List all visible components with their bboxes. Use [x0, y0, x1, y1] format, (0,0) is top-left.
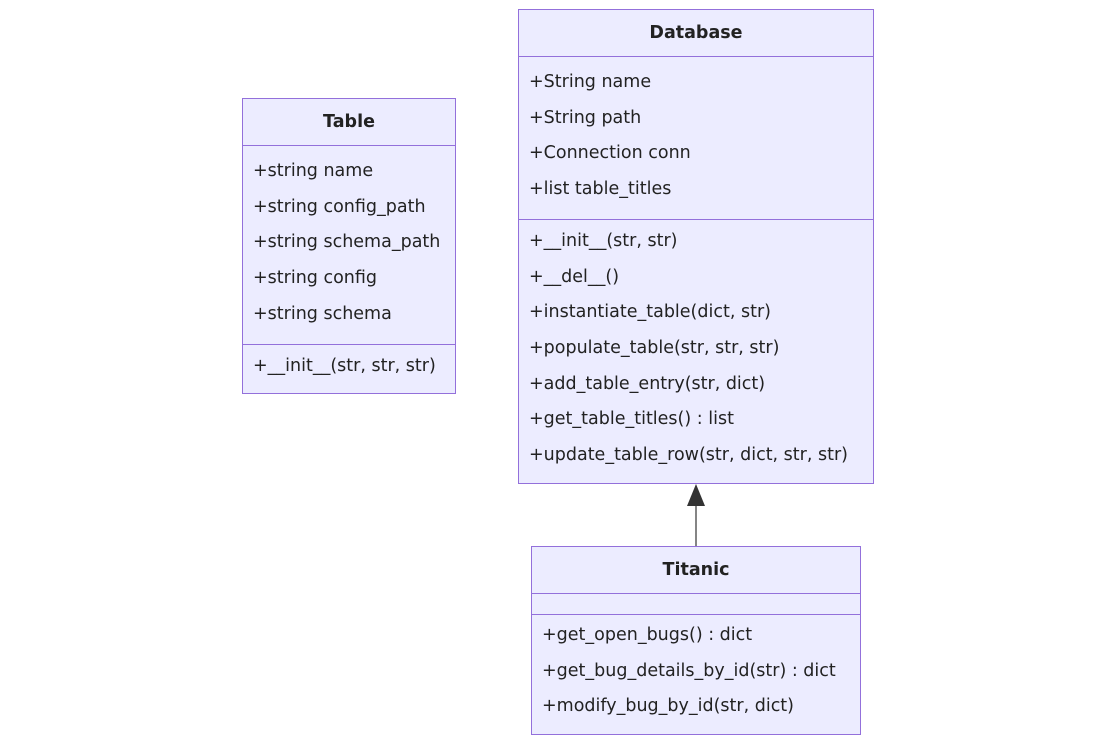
class-table-attributes: +string name +string config_path +string… [243, 146, 455, 345]
attribute: +String path [529, 107, 642, 128]
method: +instantiate_table(dict, str) [529, 302, 771, 323]
class-database-methods: +__init__(str, str) +__del__() +instanti… [519, 220, 873, 474]
method: +get_table_titles() : list [529, 409, 734, 430]
method: +__init__(str, str) [529, 231, 678, 251]
class-titanic: Titanic +get_open_bugs() : dict +get_bug… [531, 546, 861, 735]
class-titanic-title: Titanic [532, 547, 860, 594]
class-database-attributes: +String name +String path +Connection co… [519, 57, 873, 220]
attribute: +string name [253, 161, 374, 181]
class-table-title: Table [243, 99, 455, 146]
class-database-title: Database [519, 10, 873, 57]
class-table-methods: +__init__(str, str, str) [243, 345, 455, 385]
method: +add_table_entry(str, dict) [529, 373, 766, 394]
attribute: +list table_titles [529, 179, 672, 200]
class-titanic-methods: +get_open_bugs() : dict +get_bug_details… [532, 615, 860, 725]
method: +modify_bug_by_id(str, dict) [542, 696, 794, 717]
attribute: +Connection conn [529, 143, 691, 164]
method: +populate_table(str, str, str) [529, 338, 780, 359]
method: +update_table_row(str, dict, str, str) [529, 445, 848, 466]
attribute: +string schema [253, 303, 392, 324]
method: +__init__(str, str, str) [253, 356, 436, 376]
class-database: Database +String name +String path +Conn… [518, 9, 874, 484]
attribute: +string config [253, 268, 378, 289]
attribute: +string config_path [253, 196, 426, 217]
method: +get_bug_details_by_id(str) : dict [542, 660, 836, 681]
class-titanic-attributes [532, 594, 860, 615]
attribute: +String name [529, 72, 652, 92]
inheritance-arrowhead [687, 484, 705, 506]
attribute: +string schema_path [253, 232, 441, 253]
method: +get_open_bugs() : dict [542, 625, 753, 645]
class-table: Table +string name +string config_path +… [242, 98, 456, 394]
method: +__del__() [529, 266, 620, 287]
